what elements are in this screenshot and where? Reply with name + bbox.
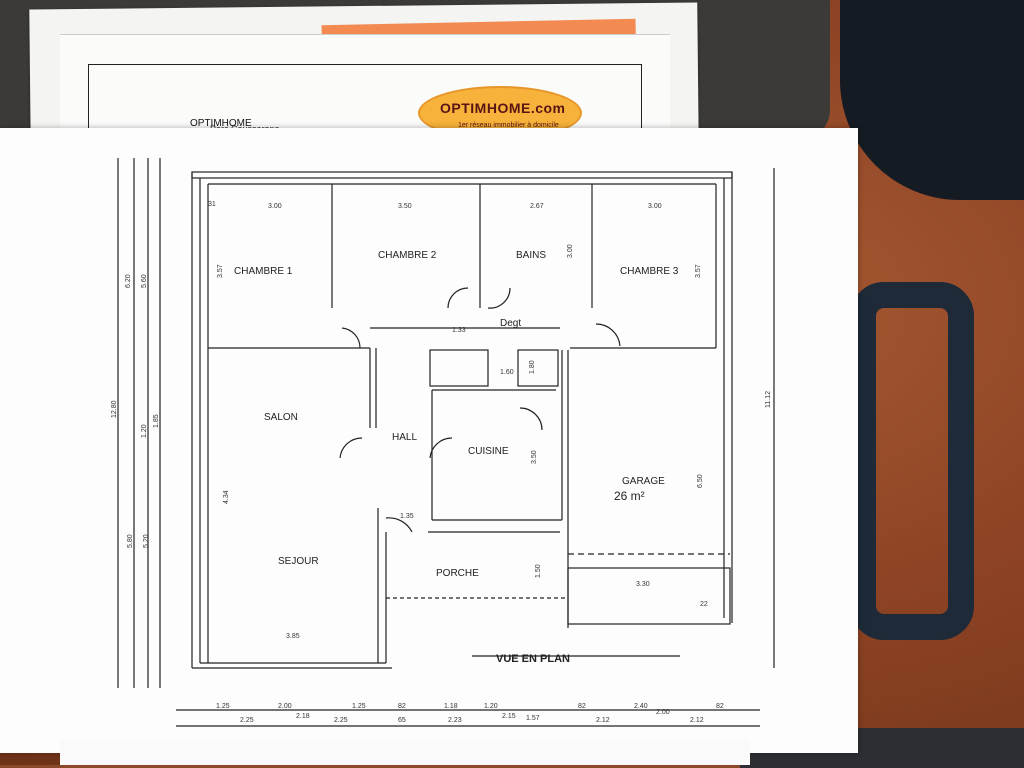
dim-left-2: 5.60 — [141, 274, 148, 288]
dim-inner-5: 6.50 — [697, 474, 704, 488]
dim-right-1: 11.12 — [765, 391, 772, 408]
garage-area: 26 m² — [614, 489, 645, 503]
dim-bottom-13: 1.57 — [526, 715, 540, 722]
room-porche: PORCHE — [436, 568, 479, 579]
room-chambre-1: CHAMBRE 1 — [234, 266, 293, 277]
dim-bottom-16: 2.40 — [634, 703, 648, 710]
floor-plan-drawing: CHAMBRE 1 CHAMBRE 2 BAINS CHAMBRE 3 Degt… — [111, 158, 775, 727]
dim-left-4: 1.20 — [141, 424, 148, 438]
room-degt: Degt — [500, 318, 521, 329]
bag-handle — [850, 282, 974, 640]
logo-text: OPTIMHOME.com — [440, 100, 566, 116]
dim-left-3: 12.80 — [111, 400, 118, 418]
dim-left-6: 5.80 — [127, 534, 134, 548]
dim-inner-10: 1.50 — [535, 564, 542, 578]
dim-bottom-19: 2.12 — [690, 717, 704, 724]
dim-bottom-18: 82 — [716, 703, 724, 710]
floor-plan-sheet: CHAMBRE 1 CHAMBRE 2 BAINS CHAMBRE 3 Degt… — [0, 128, 858, 753]
dim-bottom-4: 2.18 — [296, 713, 310, 720]
dim-bottom-3: 2.00 — [278, 703, 292, 710]
dim-top-2: 3.50 — [398, 203, 412, 210]
room-sejour: SEJOUR — [278, 556, 319, 567]
room-garage: GARAGE — [622, 476, 665, 487]
dim-top-1: 3.00 — [268, 203, 282, 210]
dim-bottom-11: 1.20 — [484, 703, 498, 710]
dim-top-3: 2.67 — [530, 203, 544, 210]
dim-inner-12: 1.60 — [500, 369, 514, 376]
dim-bottom-7: 82 — [398, 703, 406, 710]
room-bains: BAINS — [516, 250, 546, 261]
room-chambre-3: CHAMBRE 3 — [620, 266, 679, 277]
room-cuisine: CUISINE — [468, 446, 509, 457]
dim-inner-4: 3.50 — [531, 450, 538, 464]
dim-bottom-9: 1.18 — [444, 703, 458, 710]
dim-bottom-2: 2.25 — [240, 717, 254, 724]
room-hall: HALL — [392, 432, 417, 443]
letter-frame — [88, 64, 642, 133]
dim-bottom-1: 1.25 — [216, 703, 230, 710]
dim-top-4: 3.00 — [648, 203, 662, 210]
plan-title: VUE EN PLAN — [496, 653, 570, 665]
dim-inner-13: 1.80 — [529, 360, 536, 374]
dim-bottom-5: 1.25 — [352, 703, 366, 710]
dim-left-5: 1.85 — [153, 414, 160, 428]
dim-bottom-8: 65 — [398, 717, 406, 724]
dim-inner-11: 1.33 — [452, 327, 466, 334]
dim-bottom-17: 2.00 — [656, 709, 670, 716]
dim-bottom-14: 82 — [578, 703, 586, 710]
dim-bottom-6: 2.25 — [334, 717, 348, 724]
dim-inner-8: 3.85 — [286, 633, 300, 640]
letter-company: OPTIMHOME — [190, 118, 252, 129]
room-salon: SALON — [264, 412, 298, 423]
dim-inner-2: 3.00 — [567, 244, 574, 258]
logo-tagline: 1er réseau immobilier à domicile — [458, 122, 559, 129]
under-sheet — [60, 740, 750, 765]
dim-inner-7: 3.30 — [636, 581, 650, 588]
dim-bottom-10: 2.23 — [448, 717, 462, 724]
dim-left-7: 5.20 — [143, 534, 150, 548]
room-chambre-2: CHAMBRE 2 — [378, 250, 437, 261]
dim-inner-9: 1.35 — [400, 513, 414, 520]
dim-inner-15: 22 — [700, 601, 708, 608]
dim-inner-1: 3.57 — [217, 264, 224, 278]
dim-left-1: 6.20 — [125, 274, 132, 288]
dim-bottom-12: 2.15 — [502, 713, 516, 720]
dim-inner-14: 31 — [208, 201, 216, 208]
dim-bottom-15: 2.12 — [596, 717, 610, 724]
dim-inner-6: 4.34 — [223, 490, 230, 504]
dim-inner-3: 3.57 — [695, 264, 702, 278]
